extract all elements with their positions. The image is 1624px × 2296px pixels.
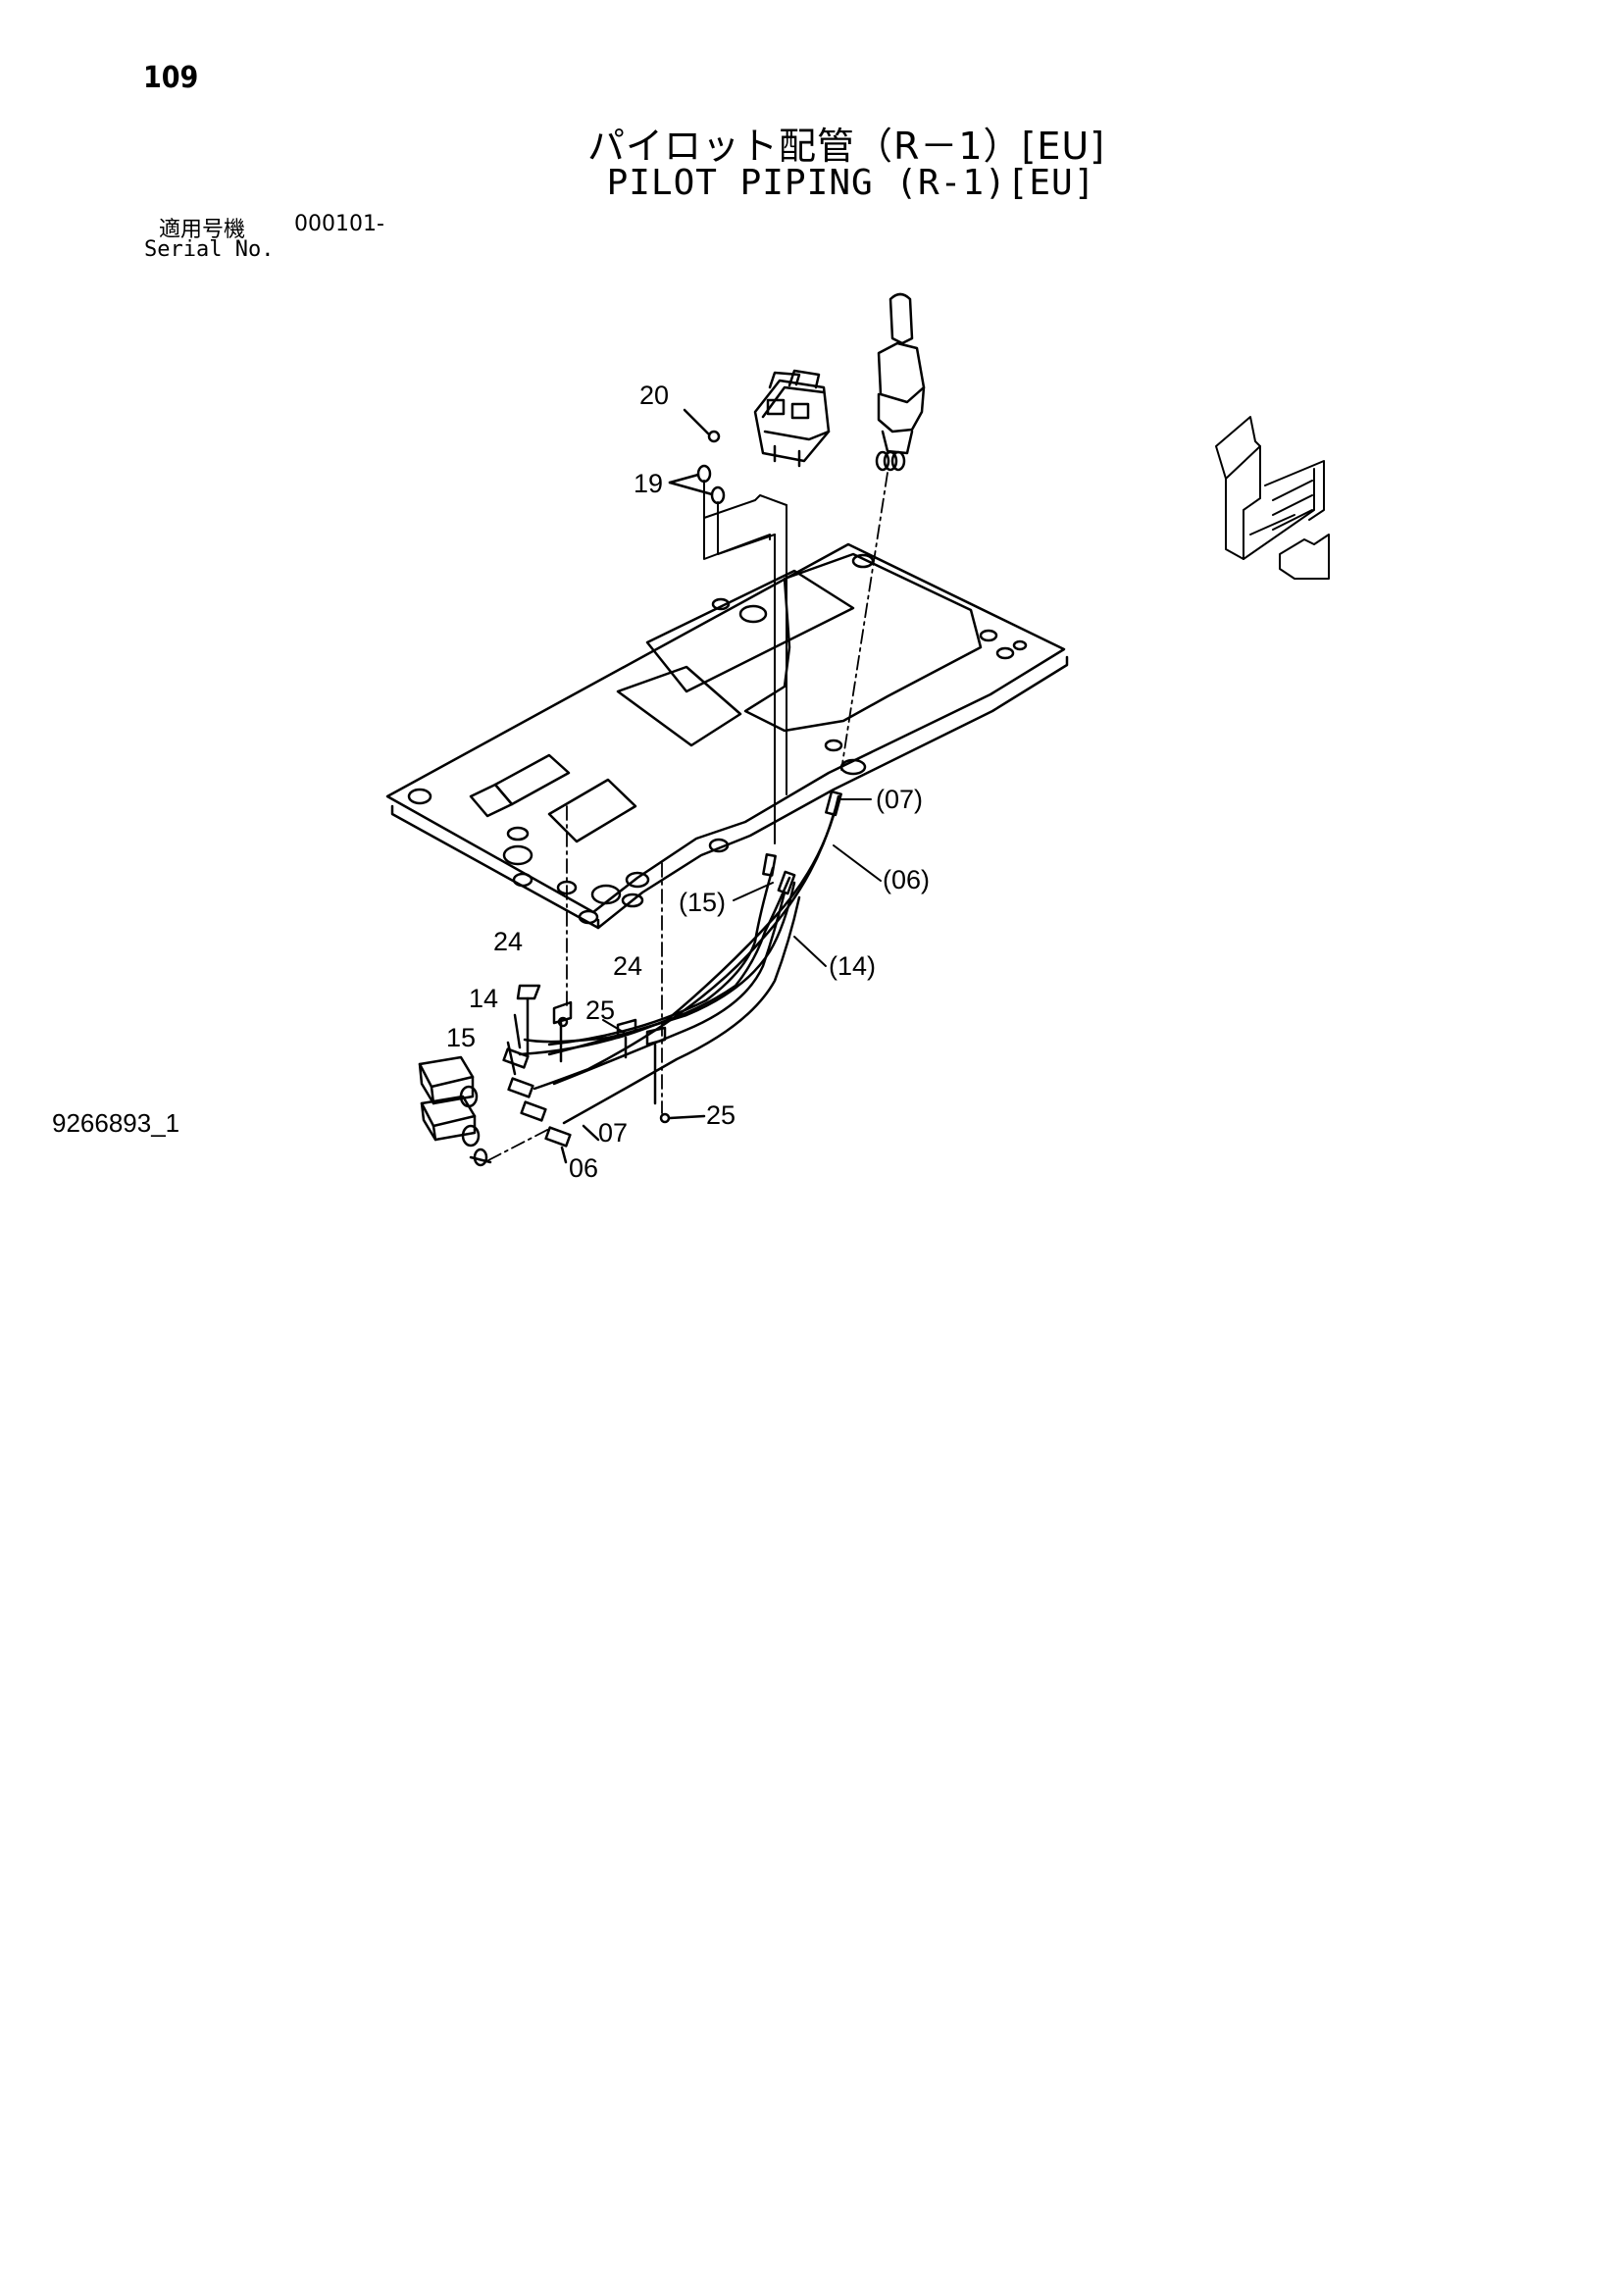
drawing-number: 9266893_1 xyxy=(52,1108,180,1138)
callout-07-paren: (07) xyxy=(876,785,924,814)
fitting-07-top xyxy=(825,790,842,817)
clamps xyxy=(516,984,671,1124)
callout-25-a: 25 xyxy=(585,995,616,1025)
callout-20: 20 xyxy=(639,381,670,410)
callout-06: 06 xyxy=(569,1153,599,1183)
fitting-19a xyxy=(696,464,712,484)
fitting-06-top xyxy=(777,870,796,895)
pilot-lever xyxy=(875,292,926,472)
leader-19a xyxy=(668,473,700,485)
callout-19: 19 xyxy=(634,469,664,498)
callout-24-a: 24 xyxy=(493,927,524,956)
callout-25-b: 25 xyxy=(706,1100,736,1130)
hose-bundle xyxy=(518,794,840,1125)
leader-19b xyxy=(668,481,714,496)
page-title-japanese: パイロット配管（R－1）[EU] xyxy=(586,125,1106,168)
callout-07: 07 xyxy=(598,1118,629,1148)
serial-label-english: Serial No. xyxy=(144,237,275,262)
callout-14: 14 xyxy=(469,984,499,1013)
callout-15-paren: (15) xyxy=(679,888,727,917)
page-number: 109 xyxy=(143,61,199,95)
pilot-valve xyxy=(753,369,831,468)
fitting-15-top xyxy=(762,853,777,877)
callout-15: 15 xyxy=(446,1023,477,1052)
valve-ports xyxy=(418,1047,572,1167)
floor-plate xyxy=(385,542,1069,930)
bolt-20 xyxy=(707,430,721,443)
leader-20 xyxy=(683,408,710,435)
page-title-english: PILOT PIPING (R-1)[EU] xyxy=(606,163,1096,203)
serial-number-range: 000101- xyxy=(294,212,384,236)
callout-14-paren: (14) xyxy=(829,951,877,981)
serial-label-japanese: 適用号機 xyxy=(159,218,246,242)
fitting-19b xyxy=(710,485,726,505)
callout-06-paren: (06) xyxy=(883,865,931,894)
direction-indicator-icon xyxy=(1215,416,1330,580)
callout-24-b: 24 xyxy=(613,951,643,981)
